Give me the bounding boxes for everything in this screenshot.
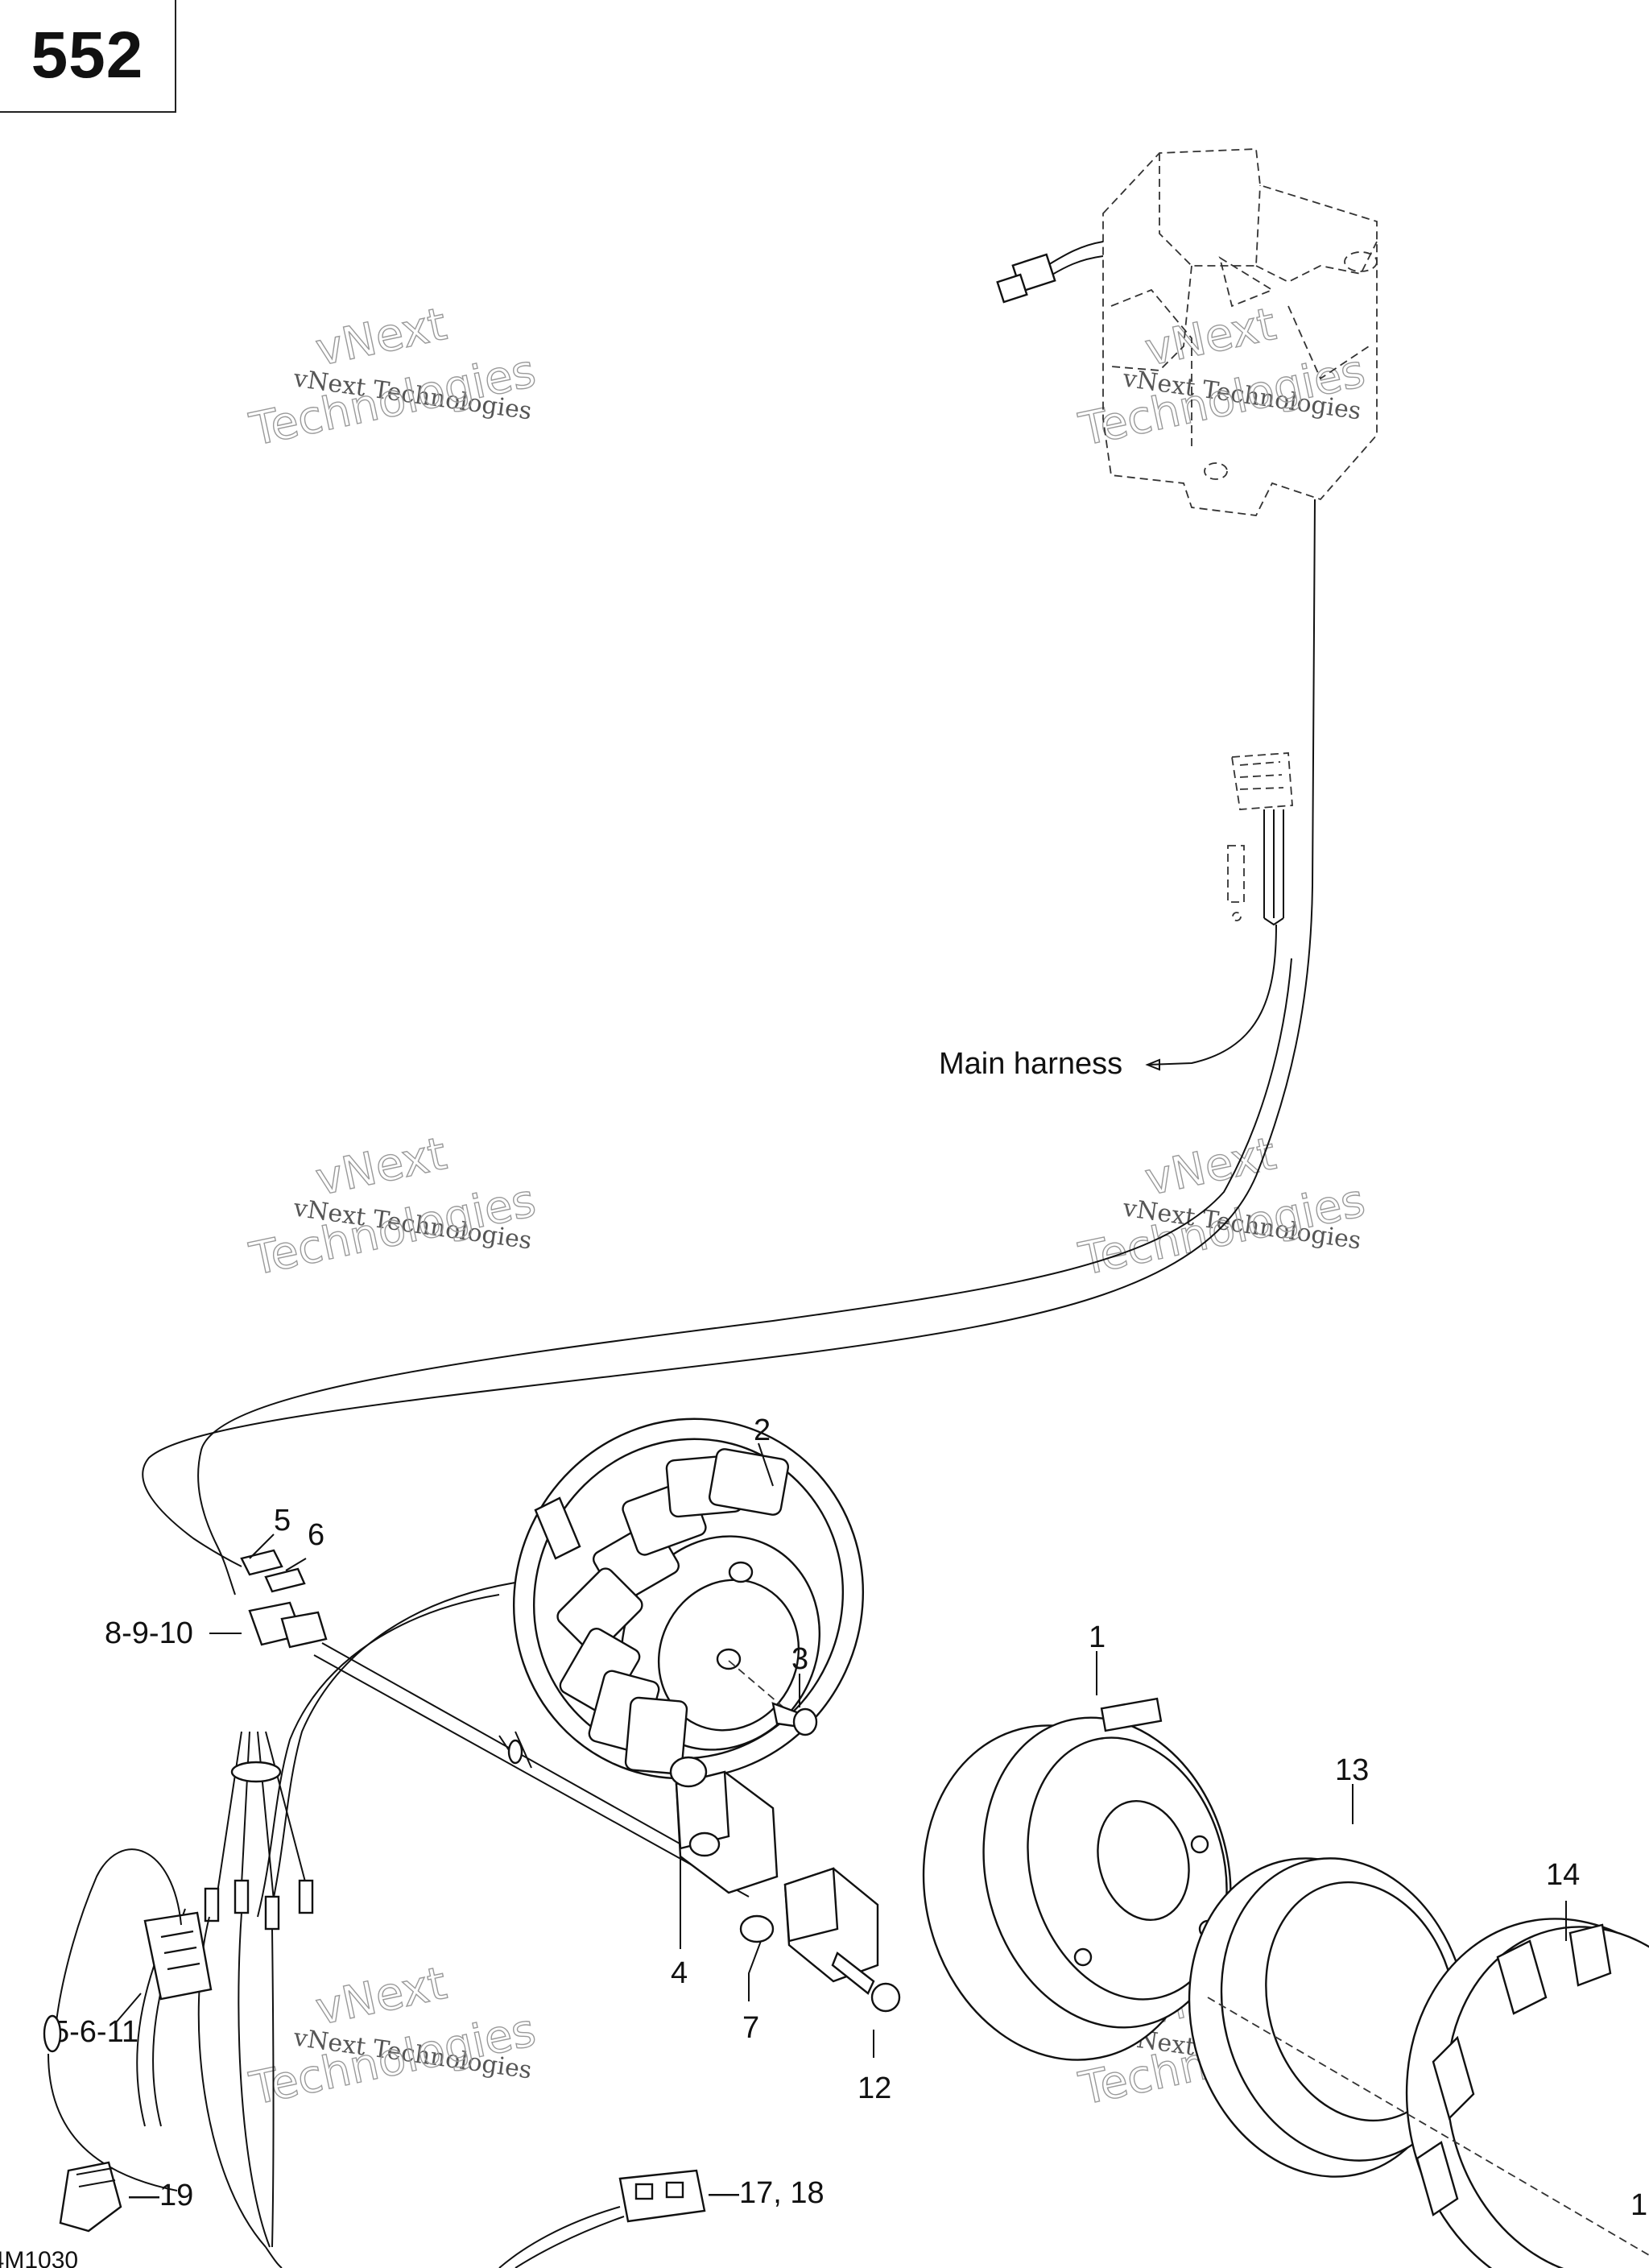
watermark-big-text-2: Technologies [246, 1174, 540, 1286]
callout-7: 7 [742, 2011, 759, 2045]
watermark-big-text-2: Technologies [246, 345, 540, 457]
page-number-box: 552 [0, 0, 176, 113]
watermark-big-text-1: vNext [312, 298, 452, 377]
trigger-coil-item-7: 7 [739, 1867, 879, 2045]
watermark-big-text-2: Technologies [246, 2004, 540, 2116]
callout-5: 5 [274, 1504, 291, 1538]
flywheel-item-1: 1 [922, 1620, 1232, 2061]
watermark-big-text-2: Technologies [1075, 345, 1370, 457]
watermark-big-text-1: vNext [312, 1128, 452, 1206]
watermark-4: vNext Technologies vNext Technologies [1074, 1127, 1370, 1286]
callout-2: 2 [754, 1413, 771, 1447]
connector-items-17-18: —17, 18 [265, 2169, 824, 2268]
callout-19: —19 [129, 2179, 193, 2212]
watermark-2: vNext Technologies vNext Technologies [1074, 297, 1370, 457]
cover-item-14: 14 1 [1207, 1858, 1649, 2268]
callout-12: 12 [858, 2071, 891, 2105]
callout-5-6-11: 5-6-11 [52, 2015, 138, 2049]
watermark-big-text-1: vNext [312, 1957, 452, 2036]
stator-coils [556, 1448, 790, 1775]
watermark-3: vNext Technologies vNext Technologies [245, 1127, 541, 1286]
callout-edge: 1 [1630, 2188, 1647, 2222]
stator-harness [257, 1582, 754, 1918]
callout-17-18: —17, 18 [709, 2176, 824, 2210]
callout-1: 1 [1089, 1620, 1106, 1654]
connectors-upper: 5 6 8-9-10 [105, 1504, 328, 1650]
watermark-big-text-1: vNext [1141, 298, 1281, 377]
pickup-coil-item-4: 4 [669, 1756, 779, 1990]
page-number: 552 [31, 19, 144, 92]
screw-item-3: 3 [728, 1642, 818, 1736]
callout-14: 14 [1546, 1858, 1580, 1892]
callout-13: 13 [1335, 1753, 1369, 1787]
watermark-big-text-2: Technologies [1075, 1174, 1370, 1286]
stator-assembly: 2 [512, 1413, 865, 1780]
voltage-regulator-phantom [996, 148, 1378, 516]
connector-item-19: —19 [59, 2161, 193, 2233]
figure-code: 04M1030 [0, 2247, 78, 2268]
main-harness-connector: Main harness [939, 752, 1293, 1081]
watermark-1: vNext Technologies vNext Technologies [245, 297, 541, 457]
callout-6: 6 [308, 1518, 324, 1552]
watermark-5: vNext Technologies vNext Technologies [245, 1956, 541, 2116]
callout-4: 4 [671, 1956, 688, 1990]
main-harness-label: Main harness [939, 1047, 1122, 1081]
callout-3: 3 [791, 1642, 808, 1676]
regulator-output-wire [142, 499, 1316, 1595]
harness-bundle-lower: 5-6-11 [43, 1731, 314, 2248]
screw-item-12: 12 [831, 1951, 901, 2105]
callout-8-9-10: 8-9-10 [105, 1616, 193, 1650]
